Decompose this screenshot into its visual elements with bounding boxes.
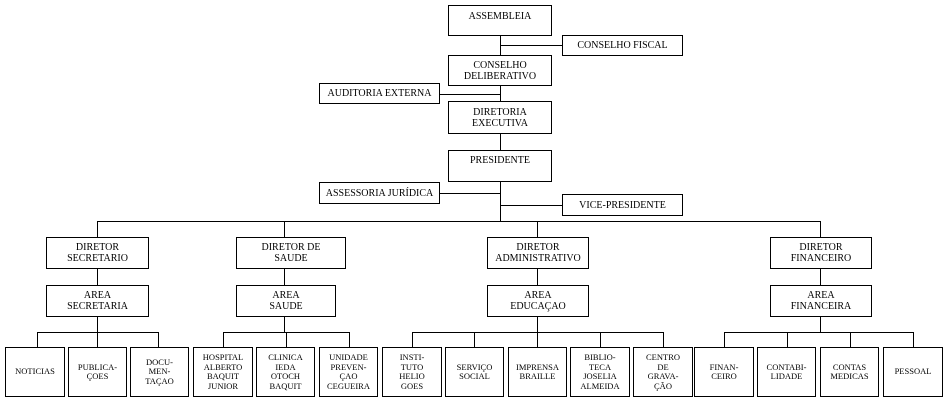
assembleia-label: ASSEMBLEIA: [468, 11, 532, 22]
unit-label: PUBLICA- ÇOES: [77, 361, 118, 381]
unit-label: INSTI- TUTO HELIO GOES: [399, 352, 425, 391]
connector-area-2: [284, 269, 285, 285]
unit-contas-medicas: CONTAS MEDICAS: [820, 347, 879, 397]
box-area-secretaria: AREA SECRETARIA: [46, 285, 149, 317]
unit-drop: [97, 332, 98, 347]
unit-label: CONTAS MEDICAS: [830, 361, 869, 381]
unit-publicacoes: PUBLICA- ÇOES: [68, 347, 127, 397]
director-title: DIRETOR ADMINISTRATIVO: [495, 242, 581, 264]
unit-prevencao-cegueira: UNIDADE PREVEN- ÇAO CEGUEIRA: [319, 347, 378, 397]
unit-drop: [37, 332, 38, 347]
box-assessoria-juridica: ASSESSORIA JURÍDICA: [319, 182, 440, 204]
unit-centro-gravacao: CENTRO DE GRAVA- ÇÃO: [633, 347, 693, 397]
unit-drop: [158, 332, 159, 347]
connector-auditoria-externa: [440, 94, 500, 95]
box-diretor-financeiro: DIRETOR FINANCEIRO: [770, 237, 872, 269]
unit-label: NOTICIAS: [15, 366, 55, 377]
unit-drop: [286, 332, 287, 347]
unit-financeiro: FINAN- CEIRO: [694, 347, 754, 397]
unit-label: PESSOAL: [894, 366, 932, 377]
area-title: AREA EDUCAÇAO: [510, 290, 566, 312]
unit-pessoal: PESSOAL: [883, 347, 943, 397]
unit-label: CONTABI- LIDADE: [766, 361, 807, 381]
auditoria-externa-label: AUDITORIA EXTERNA: [327, 88, 432, 99]
box-auditoria-externa: AUDITORIA EXTERNA: [319, 83, 440, 104]
unit-drop: [223, 332, 224, 347]
unit-documentacao: DOCU- MEN- TAÇAO: [130, 347, 189, 397]
box-assembleia: ASSEMBLEIA: [448, 5, 552, 36]
unit-label: CLINICA IEDA OTOCH BAQUIT: [268, 352, 303, 391]
unit-label: HOSPITAL ALBERTO BAQUIT JUNIOR: [202, 352, 244, 391]
connector-director-4: [820, 221, 821, 237]
connector-unitbar-2: [284, 317, 285, 332]
assessoria-juridica-label: ASSESSORIA JURÍDICA: [325, 187, 434, 199]
connector-director-3: [537, 221, 538, 237]
connector-director-2: [284, 221, 285, 237]
unit-drop: [412, 332, 413, 347]
unit-drop: [913, 332, 914, 347]
unit-hospital: HOSPITAL ALBERTO BAQUIT JUNIOR: [193, 347, 253, 397]
connector-assessoria-juridica: [440, 193, 500, 194]
connector-area-1: [97, 269, 98, 285]
area-title: AREA SAUDE: [269, 290, 303, 312]
connector-unitbar-1: [97, 317, 98, 332]
unit-drop: [349, 332, 350, 347]
connector-area-3: [537, 269, 538, 285]
connector-area-4: [820, 269, 821, 285]
unit-drop: [474, 332, 475, 347]
unit-instituto: INSTI- TUTO HELIO GOES: [382, 347, 442, 397]
unit-label: DOCU- MEN- TAÇAO: [145, 356, 174, 386]
unit-drop: [537, 332, 538, 347]
area-title: AREA FINANCEIRA: [790, 290, 852, 312]
connector-unitbar-3: [537, 317, 538, 332]
unit-drop: [850, 332, 851, 347]
unit-label: FINAN- CEIRO: [709, 361, 739, 381]
box-conselho-deliberativo: CONSELHO DELIBERATIVO: [448, 55, 552, 86]
box-area-financeira: AREA FINANCEIRA: [770, 285, 872, 317]
unit-label: SERVIÇO SOCIAL: [456, 361, 493, 381]
box-conselho-fiscal: CONSELHO FISCAL: [562, 35, 683, 56]
connector-directors-bar: [97, 221, 821, 222]
box-presidente: PRESIDENTE: [448, 150, 552, 182]
unit-label: BIBLIO- TECA JOSELIA ALMEIDA: [580, 352, 620, 391]
presidente-label: PRESIDENTE: [470, 155, 530, 166]
connector-vice-presidente: [500, 205, 562, 206]
unit-servico-social: SERVIÇO SOCIAL: [445, 347, 504, 397]
unit-label: CENTRO DE GRAVA- ÇÃO: [646, 352, 680, 391]
box-diretor-secretario: DIRETOR SECRETARIO: [46, 237, 149, 269]
connector-unitbar-4: [820, 317, 821, 332]
box-diretor-saude: DIRETOR DE SAUDE: [236, 237, 346, 269]
unit-imprensa-braille: IMPRENSA BRAILLE: [508, 347, 567, 397]
vice-presidente-label: VICE-PRESIDENTE: [579, 199, 666, 211]
conselho-fiscal-label: CONSELHO FISCAL: [577, 40, 668, 51]
connector-director-1: [97, 221, 98, 237]
unit-bar-4: [724, 332, 913, 333]
director-title: DIRETOR SECRETARIO: [67, 242, 128, 264]
unit-drop: [787, 332, 788, 347]
box-vice-presidente: VICE-PRESIDENTE: [562, 194, 683, 216]
unit-drop: [600, 332, 601, 347]
unit-clinica: CLINICA IEDA OTOCH BAQUIT: [256, 347, 315, 397]
director-title: DIRETOR FINANCEIRO: [790, 242, 852, 264]
unit-drop: [724, 332, 725, 347]
unit-label: UNIDADE PREVEN- ÇAO CEGUEIRA: [327, 352, 370, 391]
director-title: DIRETOR DE SAUDE: [261, 242, 321, 264]
box-area-saude: AREA SAUDE: [236, 285, 336, 317]
box-diretoria-executiva: DIRETORIA EXECUTIVA: [448, 101, 552, 134]
conselho-deliberativo-label: CONSELHO DELIBERATIVO: [463, 59, 537, 82]
connector-conselho-fiscal: [500, 45, 562, 46]
unit-drop: [663, 332, 664, 347]
box-diretor-administrativo: DIRETOR ADMINISTRATIVO: [487, 237, 589, 269]
diretoria-executiva-label: DIRETORIA EXECUTIVA: [472, 106, 528, 129]
unit-contabilidade: CONTABI- LIDADE: [757, 347, 816, 397]
unit-biblioteca: BIBLIO- TECA JOSELIA ALMEIDA: [570, 347, 630, 397]
area-title: AREA SECRETARIA: [67, 290, 128, 312]
unit-noticias: NOTICIAS: [5, 347, 65, 397]
unit-label: IMPRENSA BRAILLE: [516, 361, 559, 381]
box-area-educacao: AREA EDUCAÇAO: [487, 285, 589, 317]
